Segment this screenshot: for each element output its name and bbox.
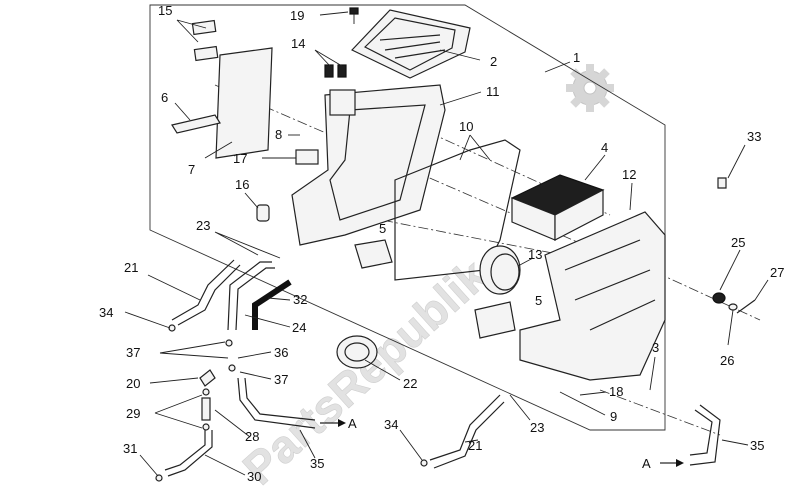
callout-A-left: A <box>348 416 357 431</box>
hose-35 <box>689 404 721 466</box>
hose-24 <box>227 261 275 331</box>
filter-box-cover <box>350 9 471 79</box>
screw <box>349 7 359 24</box>
inlet-ring <box>479 245 521 295</box>
housing-gasket <box>394 139 521 281</box>
callout-20: 20 <box>126 376 140 391</box>
callout-16: 16 <box>235 177 249 192</box>
callout-35-right: 35 <box>750 438 764 453</box>
grommet <box>712 292 756 314</box>
air-filter-element <box>510 174 605 241</box>
callout-21-bottom: 21 <box>468 438 482 453</box>
hose-30 <box>164 430 213 477</box>
callout-2: 2 <box>490 54 497 69</box>
callout-33: 33 <box>747 129 761 144</box>
callout-31: 31 <box>123 441 137 456</box>
callout-26: 26 <box>720 353 734 368</box>
leader-lines <box>124 11 769 477</box>
hose-32 <box>252 279 292 330</box>
valve <box>256 204 270 222</box>
callout-4: 4 <box>601 140 608 155</box>
callout-37-left: 37 <box>126 345 140 360</box>
callout-29: 29 <box>126 406 140 421</box>
connectors <box>155 324 428 482</box>
gear-icon <box>566 64 614 112</box>
foam-strip <box>171 114 221 134</box>
callout-15: 15 <box>158 3 172 18</box>
callout-19: 19 <box>290 8 304 23</box>
callout-36: 36 <box>274 345 288 360</box>
callout-24: 24 <box>292 320 306 335</box>
callout-1: 1 <box>573 50 580 65</box>
callout-30: 30 <box>247 469 261 484</box>
bracket-33 <box>717 177 727 189</box>
callout-3: 3 <box>652 340 659 355</box>
callout-A-right: A <box>642 456 651 471</box>
callout-21-left: 21 <box>124 260 138 275</box>
callout-12: 12 <box>622 167 636 182</box>
gasket-sheet <box>215 47 273 159</box>
callout-6: 6 <box>161 90 168 105</box>
hose-28 <box>237 377 316 429</box>
callout-11: 11 <box>486 84 500 99</box>
filter-housing-upper <box>291 84 446 246</box>
hose-21-left <box>171 259 241 326</box>
callouts: 15 19 14 2 1 6 11 8 7 10 17 4 33 16 12 2… <box>99 3 784 484</box>
filter-blocks <box>354 239 516 339</box>
callout-27: 27 <box>770 265 784 280</box>
callout-34-left: 34 <box>99 305 113 320</box>
callout-5-bottom: 5 <box>535 293 542 308</box>
callout-23-top: 23 <box>196 218 210 233</box>
clips <box>324 64 347 78</box>
callout-8: 8 <box>275 127 282 142</box>
callout-34-bottom: 34 <box>384 417 398 432</box>
callout-5-top: 5 <box>379 221 386 236</box>
callout-18: 18 <box>609 384 623 399</box>
callout-37-right: 37 <box>274 372 288 387</box>
watermark-text: PartsRepublik <box>233 249 498 490</box>
callout-35-left: 35 <box>310 456 324 471</box>
bracket <box>295 149 319 165</box>
callout-23-bottom: 23 <box>530 420 544 435</box>
callout-10: 10 <box>459 119 473 134</box>
callout-28: 28 <box>245 429 259 444</box>
callout-14: 14 <box>291 36 305 51</box>
flow-arrows <box>320 419 684 467</box>
callout-17: 17 <box>233 151 247 166</box>
callout-7: 7 <box>188 162 195 177</box>
hose-clamp <box>336 335 378 369</box>
callout-13: 13 <box>528 247 542 262</box>
callout-25: 25 <box>731 235 745 250</box>
callout-9: 9 <box>610 409 617 424</box>
filter-housing-lower <box>519 211 666 381</box>
callout-32: 32 <box>293 292 307 307</box>
hose-21-bottom <box>429 394 505 469</box>
callout-22: 22 <box>403 376 417 391</box>
